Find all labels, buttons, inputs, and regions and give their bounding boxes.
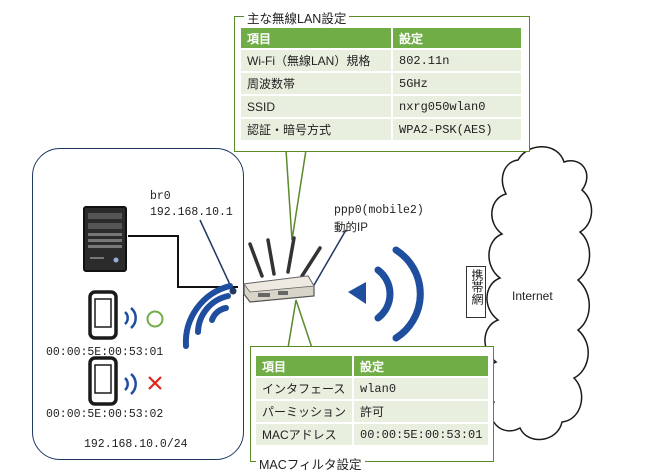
mac-callout-pointer [287,299,313,349]
row-value: 00:00:5E:00:53:01 [352,424,489,445]
lan-network-label: 192.168.10.0/24 [84,438,188,451]
device-2-mac: 00:00:5E:00:53:02 [46,408,164,421]
server-icon [83,206,127,272]
carrier-network-badge: 携帯網 [466,266,486,318]
row-value: WPA2-PSK(AES) [391,119,521,140]
phone-signal-icon [124,307,137,329]
header-item: 項目 [256,356,353,376]
wireless-callout-pointer [285,149,307,241]
row-value: nxrg050wlan0 [391,96,521,117]
br0-dot [229,287,237,295]
row-value: 許可 [352,401,489,422]
mobile-wave-core [348,282,366,304]
table-row: Wi-Fi（無線LAN）規格 802.11n [241,50,521,71]
server-cable [128,235,238,288]
router-icon [243,236,322,303]
allowed-circle-icon [146,310,164,328]
table-header-row: 項目 設定 [256,356,489,376]
header-item: 項目 [241,28,391,48]
mac-filter-table: 項目 設定 インタフェース wlan0 パーミッション 許可 MACアドレス 0… [256,354,489,447]
wireless-settings-title: 主な無線LAN設定 [244,8,350,27]
header-setting: 設定 [391,28,521,48]
ppp0-label: ppp0(mobile2) [334,204,424,217]
row-item: 周波数帯 [241,73,391,94]
table-row: MACアドレス 00:00:5E:00:53:01 [256,424,489,445]
mac-filter-title: MACフィルタ設定 [256,454,365,473]
wireless-settings-table: 項目 設定 Wi-Fi（無線LAN）規格 802.11n 周波数帯 5GHz S… [241,26,521,142]
row-item: SSID [241,96,391,117]
table-row: パーミッション 許可 [256,401,489,422]
internet-label: Internet [512,289,553,303]
row-value: 802.11n [391,50,521,71]
denied-cross-icon [148,376,162,390]
smartphone-icon [88,290,118,340]
br0-label: br0 [150,190,171,203]
br0-leader [199,219,233,290]
br0-ip-label: 192.168.10.1 [150,206,233,219]
lan-wifi-icon [182,283,233,349]
row-item: MACアドレス [256,424,353,445]
row-item: パーミッション [256,401,353,422]
smartphone-icon [88,356,118,406]
phone-signal-icon [124,373,137,395]
internet-cloud-icon [482,146,593,441]
row-value: wlan0 [352,378,489,399]
device-1-mac: 00:00:5E:00:53:01 [46,346,164,359]
ppp0-leader [309,229,347,293]
mobile-wave-icon [374,246,424,342]
table-row: SSID nxrg050wlan0 [241,96,521,117]
carrier-network-label: 携帯網 [470,269,484,305]
row-item: Wi-Fi（無線LAN）規格 [241,50,391,71]
row-item: 認証・暗号方式 [241,119,391,140]
table-row: 周波数帯 5GHz [241,73,521,94]
table-row: インタフェース wlan0 [256,378,489,399]
table-row: 認証・暗号方式 WPA2-PSK(AES) [241,119,521,140]
row-item: インタフェース [256,378,353,399]
table-header-row: 項目 設定 [241,28,521,48]
header-setting: 設定 [352,356,489,376]
ppp0-ip-label: 動的IP [334,222,368,234]
lan-zone [32,148,244,460]
row-value: 5GHz [391,73,521,94]
